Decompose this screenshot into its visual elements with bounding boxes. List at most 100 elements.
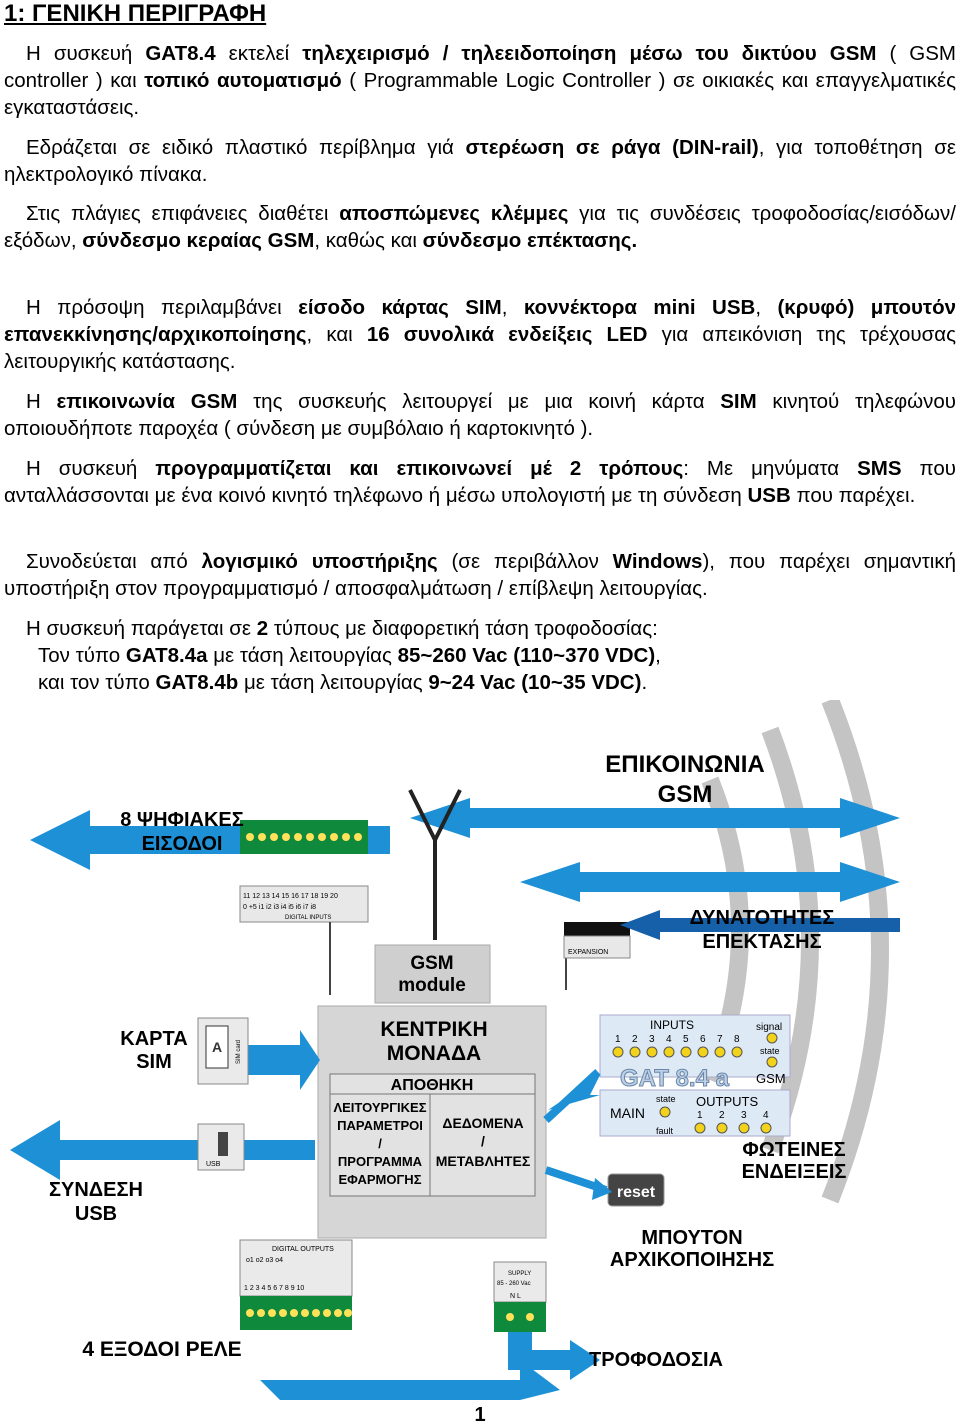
data-label-1: ΔΕΔΟΜΕΝΑ xyxy=(442,1115,523,1131)
supply-nl: N L xyxy=(510,1293,521,1300)
inputs-arrow xyxy=(30,810,390,870)
prog-label-2: ΕΦΑΡΜΟΓΗΣ xyxy=(339,1172,422,1187)
types-intro: Η συσκευή παράγεται σε 2 τύπους με διαφο… xyxy=(4,615,956,642)
input-led xyxy=(612,1046,624,1058)
expansion-arrow xyxy=(620,910,900,940)
text-run: SIM xyxy=(720,390,757,413)
text-run: GAT8.4 xyxy=(145,42,216,65)
supply-range: 85 - 260 Vac xyxy=(497,1281,531,1287)
gsm-module: GSM module xyxy=(374,944,491,1004)
text-run: στερέωση σε ράγα (DIN-rail) xyxy=(465,136,759,159)
text-run: (σε περιβάλλον xyxy=(437,550,613,573)
text-run: εκτελεί xyxy=(215,42,303,65)
panel-main-label: MAIN xyxy=(610,1105,645,1121)
text-run: 2 xyxy=(256,617,269,640)
panel-signal-label: signal xyxy=(756,1022,782,1033)
text-run: , xyxy=(755,296,778,319)
text-run: Τον τύπο xyxy=(38,644,126,667)
text-run: τοπικό αυτοματισμό xyxy=(144,69,342,92)
storage-label: ΑΠΟΘΗΚΗ xyxy=(391,1077,474,1094)
text-run: που ανταλλάσσονται με ένα κοινό κινητό τ… xyxy=(4,457,956,507)
sim-label-1: ΚΑΡΤΑ xyxy=(120,1028,187,1050)
panel-output-number: 4 xyxy=(763,1110,769,1121)
relays-label: 4 ΕΞΟΔΟΙ ΡΕΛΕ xyxy=(82,1338,241,1361)
text-run: Windows xyxy=(612,550,703,573)
text-run: κινητού τηλεφώνου οποιουδήποτε παροχέα (… xyxy=(4,390,956,440)
svg-text:A: A xyxy=(212,1039,222,1055)
input-led xyxy=(714,1046,726,1058)
supply-caption: SUPPLY xyxy=(508,1271,531,1277)
reset-label-2: ΑΡΧΙΚΟΠΟΙΗΣΗΣ xyxy=(610,1249,774,1271)
params-label-2: ΠΑΡΑΜΕΤΡΟΙ xyxy=(337,1118,423,1133)
text-run: τύπους με διαφορετική τάση τροφοδοσίας: xyxy=(268,617,658,640)
panel-input-number: 4 xyxy=(666,1034,672,1045)
type-a-line: Τον τύπο GAT8.4a με τάση λειτουργίας 85~… xyxy=(4,642,956,669)
gsm-module-label-2: module xyxy=(398,975,466,996)
leds-label-2: ΕΝΔΕΙΞΕΙΣ xyxy=(742,1161,847,1183)
panel-inputs-label: INPUTS xyxy=(650,1018,694,1032)
usb-arrows xyxy=(10,1120,315,1180)
text-run: , για τοποθέτηση σε ηλεκτρολογικό πίνακα… xyxy=(4,136,956,186)
supply-label: ΤΡΟΦΟΔΟΣΙΑ xyxy=(589,1349,723,1371)
text-run: με τάση λειτουργίας xyxy=(238,671,429,694)
paragraph-5: Η επικοινωνία GSM της συσκευής λειτουργε… xyxy=(4,388,956,442)
expansion-connector: EXPANSION xyxy=(563,922,631,959)
expansion-label-2: ΕΠΕΚΤΑΣΗΣ xyxy=(702,931,821,953)
text-run: ( Programmable Logic Controller ) σε οικ… xyxy=(4,69,956,119)
inputs-label-2: ΕΙΣΟΔΟΙ xyxy=(142,833,223,855)
input-terminal-numbers: 11 12 13 14 15 16 17 18 19 20 xyxy=(243,893,338,900)
input-led xyxy=(629,1046,641,1058)
digital-inputs-caption: DIGITAL INPUTS xyxy=(285,915,331,921)
usb-label-1: ΣΥΝΔΕΣΗ xyxy=(49,1179,143,1201)
panel-output-number: 3 xyxy=(741,1110,747,1121)
output-led xyxy=(716,1122,728,1134)
reset-label-1: ΜΠΟΥΤΟΝ xyxy=(641,1227,742,1249)
output-led xyxy=(694,1122,706,1134)
panel-main-state-label: state xyxy=(656,1094,676,1104)
sim-card-caption: SIM card xyxy=(236,1040,242,1064)
text-run: κοννέκτορα mini USB xyxy=(523,296,756,319)
panel-output-number: 2 xyxy=(719,1110,725,1121)
text-run: με τάση λειτουργίας xyxy=(207,644,398,667)
usb-connector: USB xyxy=(197,1123,245,1171)
central-unit: ΚΕΝΤΡΙΚΗ ΜΟΝΑΔΑ ΑΠΟΘΗΚΗ ΛΕΙΤΟΥΡΓΙΚΕΣ ΠΑΡ… xyxy=(317,1005,547,1239)
text-run: ( GSM controller ) και xyxy=(4,42,956,92)
paragraph-1: Η συσκευή GAT8.4 εκτελεί τηλεχειρισμό / … xyxy=(4,40,956,121)
panel-input-number: 2 xyxy=(632,1034,638,1045)
text-run: είσοδο κάρτας SIM xyxy=(298,296,502,319)
sim-card-slot: A SIM card xyxy=(197,1017,249,1085)
reset-button: reset xyxy=(607,1173,665,1207)
panel-arrows xyxy=(543,1069,612,1200)
paragraph-6: Η συσκευή προγραμματίζεται και επικοινων… xyxy=(4,455,956,509)
expansion-caption: EXPANSION xyxy=(568,949,608,956)
panel-input-number: 6 xyxy=(700,1034,706,1045)
text-run: (κρυφό) μπουτόν επανεκκίνησης/αρχικοποίη… xyxy=(4,296,956,346)
text-run: , xyxy=(501,296,524,319)
text-run: Η συσκευή xyxy=(26,42,146,65)
text-run: για απεικόνιση της τρέχουσας λειτουργική… xyxy=(4,323,957,373)
panel-outputs-label: OUTPUTS xyxy=(696,1094,758,1109)
text-run: σύνδεσμο επέκτασης. xyxy=(422,229,638,252)
text-run: αποσπώμενες κλέμμες xyxy=(339,202,569,225)
sim-label-2: SIM xyxy=(136,1051,172,1073)
data-slash: / xyxy=(481,1133,485,1149)
text-run: 85~260 Vac (110~370 VDC) xyxy=(397,644,656,667)
paragraph-4: Η πρόσοψη περιλαμβάνει είσοδο κάρτας SIM… xyxy=(4,294,956,375)
text-run: Η συσκευή xyxy=(26,457,156,480)
page-number: 1 xyxy=(474,1404,486,1426)
text-run: επικοινωνία GSM xyxy=(56,390,238,413)
text-run: 16 συνολικά ενδείξεις LED xyxy=(366,323,648,346)
text-run: για τις συνδέσεις τροφοδοσίας/εισόδων/εξ… xyxy=(4,202,956,252)
panel-gsm-label: GSM xyxy=(756,1071,786,1086)
text-run: λογισμικό υποστήριξης xyxy=(201,550,438,573)
text-run: Η συσκευή παράγεται σε xyxy=(26,617,257,640)
text-run: SMS xyxy=(857,457,902,480)
input-led xyxy=(680,1046,692,1058)
paragraph-3: Στις πλάγιες επιφάνειες διαθέτει αποσπώμ… xyxy=(4,200,956,254)
output-numbers: 1 2 3 4 5 6 7 8 9 10 xyxy=(244,1285,304,1292)
antenna xyxy=(408,789,462,940)
relay-arrow xyxy=(260,1360,560,1400)
text-run: , καθώς και xyxy=(314,229,423,252)
digital-outputs-caption: DIGITAL OUTPUTS xyxy=(272,1246,334,1253)
